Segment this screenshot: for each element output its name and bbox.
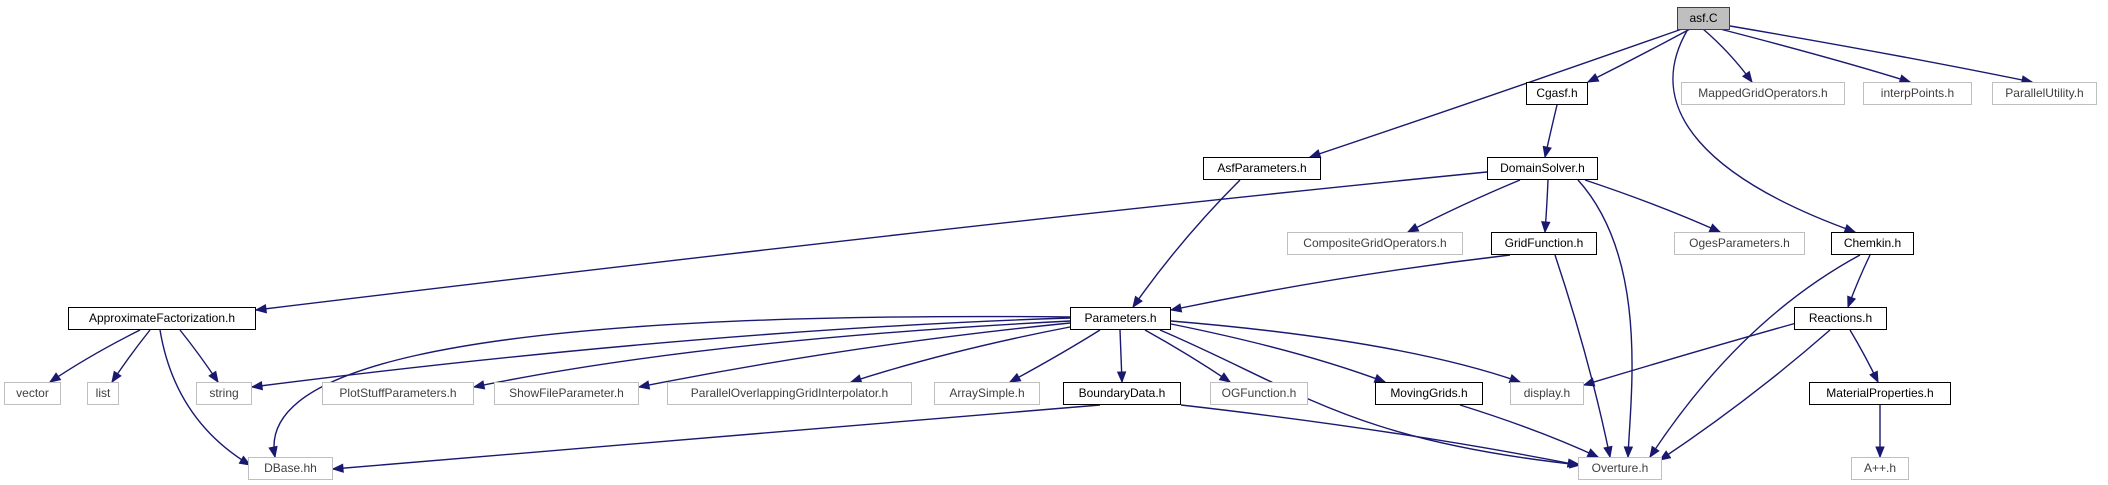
- edge-chemkin-to-reactions: [1847, 254, 1871, 309]
- edge-movinggrids-to-overture: [1459, 404, 1600, 458]
- node-vector: vector: [4, 382, 61, 405]
- node-approximate-factorization-h[interactable]: ApproximateFactorization.h: [68, 307, 256, 330]
- edge-boundarydata-to-overture: [1180, 404, 1580, 468]
- edge-materialprops-to-app: [1875, 405, 1885, 459]
- edge-parameters-to-dbase: [268, 315, 1071, 459]
- node-plot-stuff-parameters-h: PlotStuffParameters.h: [322, 382, 474, 405]
- edge-parameters-to-showfile: [637, 322, 1071, 390]
- node-domain-solver-h[interactable]: DomainSolver.h: [1487, 157, 1598, 180]
- edge-asf-to-mappedops: [1702, 28, 1753, 84]
- edge-approxfact-to-vector: [48, 329, 141, 383]
- edge-chemkin-to-overture: [1649, 254, 1861, 459]
- node-asf-c: asf.C: [1677, 7, 1730, 30]
- node-dbase-hh: DBase.hh: [248, 457, 333, 480]
- edge-reactions-to-materialprops: [1849, 329, 1879, 384]
- edge-parameters-to-string: [250, 317, 1071, 391]
- node-cgasf-h[interactable]: Cgasf.h: [1526, 82, 1588, 105]
- edge-asfparameters-to-parameters: [1132, 179, 1241, 309]
- node-material-properties-h[interactable]: MaterialProperties.h: [1809, 382, 1951, 405]
- node-grid-function-h[interactable]: GridFunction.h: [1491, 232, 1597, 255]
- node-array-simple-h: ArraySimple.h: [934, 382, 1040, 405]
- edge-gridfunction-to-overture: [1554, 254, 1613, 459]
- edge-cgasf-to-domainsolver: [1542, 104, 1558, 159]
- edge-approxfact-to-list: [111, 329, 151, 384]
- edge-domainsolver-to-gridfunction: [1541, 179, 1551, 234]
- edge-asf-to-parallelutility: [1729, 25, 2034, 85]
- node-oges-parameters-h: OgesParameters.h: [1674, 232, 1805, 255]
- edge-domainsolver-to-ogesparameters: [1584, 179, 1722, 233]
- edge-parameters-to-ogfunction: [1144, 329, 1232, 383]
- node-interp-points-h: interpPoints.h: [1863, 82, 1972, 105]
- edge-approxfact-to-dbase: [159, 329, 252, 466]
- edge-gridfunction-to-parameters: [1169, 254, 1511, 313]
- node-parallel-overlapping-grid-interpolator-h: ParallelOverlappingGridInterpolator.h: [667, 382, 912, 405]
- node-display-h: display.h: [1510, 382, 1584, 405]
- node-moving-grids-h[interactable]: MovingGrids.h: [1375, 382, 1483, 405]
- node-og-function-h: OGFunction.h: [1210, 382, 1308, 405]
- node-parallel-utility-h: ParallelUtility.h: [1992, 82, 2097, 105]
- node-string: string: [196, 382, 252, 405]
- node-mapped-grid-operators-h: MappedGridOperators.h: [1681, 82, 1845, 105]
- node-overture-h: Overture.h: [1578, 457, 1662, 480]
- edge-reactions-to-overture: [1658, 329, 1831, 461]
- edge-asf-to-asfparameters: [1308, 28, 1683, 159]
- node-reactions-h[interactable]: Reactions.h: [1794, 307, 1887, 330]
- edge-parameters-to-movinggrids: [1170, 323, 1387, 383]
- node-show-file-parameter-h: ShowFileParameter.h: [494, 382, 639, 405]
- edge-parameters-to-arraysimple: [1008, 329, 1101, 383]
- edge-domainsolver-to-compositeops: [1406, 179, 1521, 233]
- edge-asf-to-chemkin: [1672, 28, 1857, 233]
- node-boundary-data-h[interactable]: BoundaryData.h: [1063, 382, 1181, 405]
- edge-domainsolver-to-approxfact: [254, 171, 1488, 314]
- node-parameters-h[interactable]: Parameters.h: [1070, 307, 1171, 330]
- node-composite-grid-operators-h: CompositeGridOperators.h: [1287, 232, 1463, 255]
- node-asf-parameters-h[interactable]: AsfParameters.h: [1203, 157, 1321, 180]
- edge-approxfact-to-string: [179, 329, 219, 384]
- node-chemkin-h[interactable]: Chemkin.h: [1831, 232, 1914, 255]
- edge-boundarydata-to-dbase: [331, 404, 1101, 473]
- node-list: list: [87, 382, 119, 405]
- edge-asf-to-cgasf: [1586, 28, 1691, 83]
- edge-domainsolver-to-overture: [1577, 179, 1634, 459]
- node-app-h: A++.h: [1851, 457, 1909, 480]
- edge-parameters-to-boundarydata: [1116, 329, 1127, 384]
- edge-parameters-to-plotstuff: [472, 320, 1071, 390]
- edge-reactions-to-display: [1582, 321, 1801, 387]
